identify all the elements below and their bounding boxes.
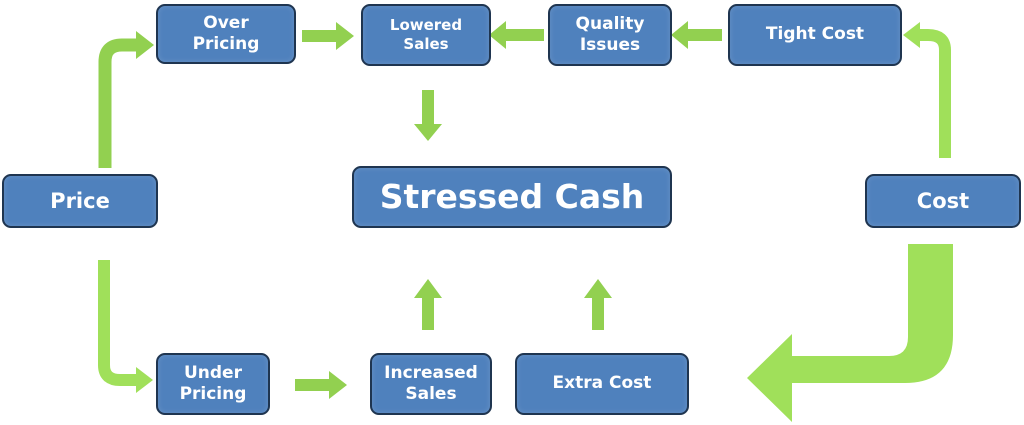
node-over-pricing: Over Pricing: [156, 4, 296, 64]
node-label: Cost: [916, 188, 970, 213]
node-label: Under Pricing: [179, 362, 247, 404]
arrow-under-pricing-to-increased-sales: [295, 371, 347, 399]
node-cost: Cost: [865, 174, 1021, 228]
arrow-lowered-sales-to-stressed-cash: [414, 90, 442, 141]
arrow-tight-cost-to-quality: [671, 21, 722, 49]
arrow-price-to-over-pricing: [98, 31, 154, 168]
node-label: Tight Cost: [765, 24, 865, 45]
node-label: Extra Cost: [552, 373, 652, 394]
arrow-quality-to-lowered-sales: [489, 21, 544, 49]
arrow-cost-to-tight-cost: [903, 22, 951, 158]
node-label: Lowered Sales: [389, 16, 463, 53]
node-label: Quality Issues: [575, 13, 645, 55]
node-label: Price: [50, 188, 110, 213]
node-increased-sales: Increased Sales: [370, 353, 492, 415]
node-lowered-sales: Lowered Sales: [361, 4, 491, 66]
node-under-pricing: Under Pricing: [156, 353, 270, 415]
arrow-cost-to-extra-cost: [747, 244, 953, 422]
arrow-extra-cost-to-stressed-cash: [584, 279, 612, 330]
node-extra-cost: Extra Cost: [515, 353, 689, 415]
arrow-price-to-under-pricing: [98, 260, 153, 393]
node-label: Increased Sales: [384, 362, 478, 404]
node-label: Stressed Cash: [379, 177, 645, 217]
node-stressed-cash: Stressed Cash: [352, 166, 672, 228]
arrow-increased-sales-to-stressed-cash: [414, 279, 442, 330]
arrow-over-pricing-to-lowered-sales: [302, 22, 354, 50]
node-label: Over Pricing: [192, 12, 260, 54]
node-price: Price: [2, 174, 158, 228]
node-tight-cost: Tight Cost: [728, 4, 902, 66]
node-quality-issues: Quality Issues: [548, 4, 672, 66]
